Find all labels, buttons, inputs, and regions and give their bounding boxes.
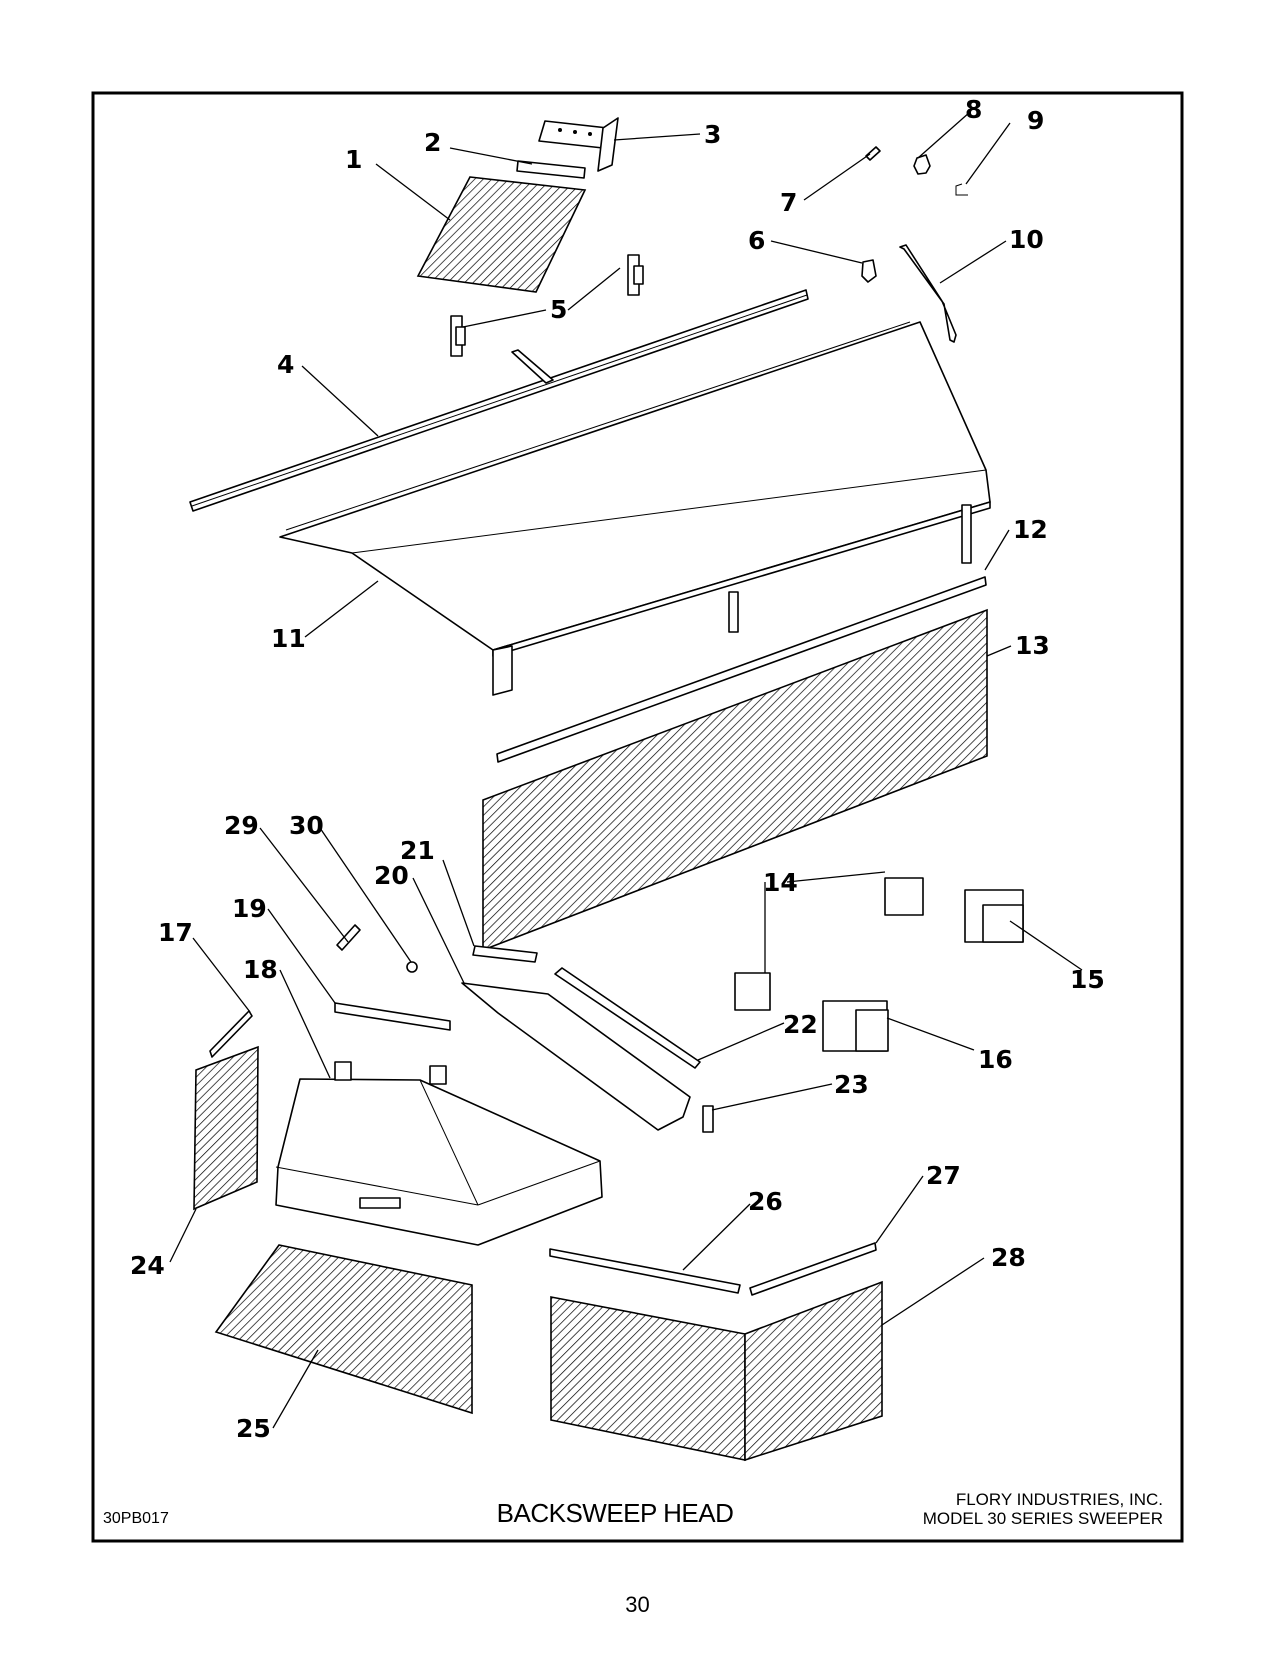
callout-6: 6 [748,226,765,255]
callout-17: 17 [158,918,193,947]
part-9-clip [955,183,968,196]
part-14-relays [734,877,924,1011]
callout-18: 18 [243,955,278,984]
callout-2: 2 [424,128,441,157]
part-13-curtain [482,608,988,952]
part-29-bolt [336,924,361,951]
leader-lines [169,111,1083,1429]
company-block: FLORY INDUSTRIES, INC. MODEL 30 SERIES S… [923,1490,1163,1528]
page-number: 30 [625,1592,650,1617]
part-11-main-hood [279,321,991,696]
part-6-clip [861,259,877,283]
part-19-shaft [334,1002,451,1031]
callout-20: 20 [374,861,409,890]
part-3-bracket [538,117,619,172]
callout-9: 9 [1027,106,1044,135]
callout-15: 15 [1070,965,1105,994]
part-8-clamp [913,154,931,175]
callout-11: 11 [271,624,306,653]
callout-10: 10 [1009,225,1044,254]
part-21-bar [472,945,538,963]
callout-14: 14 [763,868,798,897]
drawing-border [91,91,1184,1543]
callout-numbers: 1 2 3 4 5 6 7 8 9 10 11 12 13 14 15 16 1… [130,95,1105,1443]
callout-4: 4 [277,350,294,379]
part-20-chute [461,982,691,1131]
part-25-lower-flap [214,1244,473,1415]
callout-8: 8 [965,95,982,124]
callout-30: 30 [289,811,324,840]
part-30-ring [406,961,418,973]
callout-3: 3 [704,120,721,149]
callout-5: 5 [550,295,567,324]
part-24-side-flap [193,1045,259,1211]
callout-16: 16 [978,1045,1013,1074]
drawing-title: BACKSWEEP HEAD [496,1498,734,1528]
callout-25: 25 [236,1414,271,1443]
drawing-number: 30PB017 [103,1510,169,1527]
callout-27: 27 [926,1161,961,1190]
part-2-strip [516,160,586,179]
callout-21: 21 [400,836,435,865]
callout-19: 19 [232,894,267,923]
callout-26: 26 [748,1187,783,1216]
part-22-bar [554,967,701,1069]
part-27-strip [749,1242,877,1296]
callout-1: 1 [345,145,362,174]
part-15-box [964,889,1024,943]
part-5-hinges [450,254,644,357]
part-17-strip [209,1010,253,1058]
model-name: MODEL 30 SERIES SWEEPER [922,1509,1163,1528]
part-4-stem [511,349,554,384]
part-4-hinge-bar [189,289,809,512]
part-28-corner-curtain [550,1280,883,1462]
callout-24: 24 [130,1251,165,1280]
part-12-strip [496,576,987,763]
callout-28: 28 [991,1243,1026,1272]
part-10-rod [899,244,957,343]
part-1-flap [416,176,587,293]
part-18-lower-hood [275,1061,603,1246]
callout-22: 22 [783,1010,818,1039]
callout-13: 13 [1015,631,1050,660]
part-16-box [822,1000,889,1052]
callout-7: 7 [780,188,797,217]
callout-12: 12 [1013,515,1048,544]
company-name: FLORY INDUSTRIES, INC. [955,1490,1163,1509]
part-7-pin [865,146,881,161]
callout-29: 29 [224,811,259,840]
callout-23: 23 [834,1070,869,1099]
part-23-plate [702,1105,714,1133]
part-26-strip [549,1248,741,1294]
